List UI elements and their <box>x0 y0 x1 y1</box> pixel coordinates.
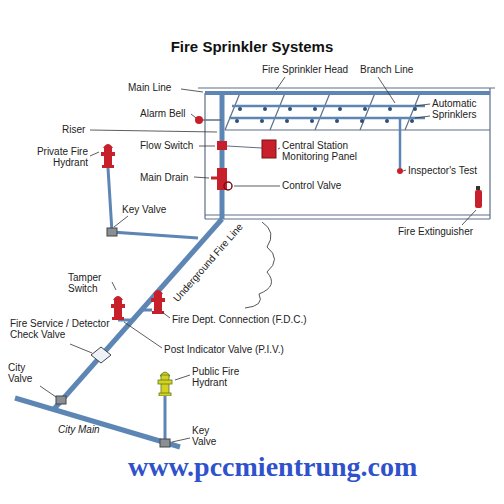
leader-lines <box>40 77 476 442</box>
part-label: Automatic Sprinklers <box>432 98 490 120</box>
part-label: Fire Service / Detector Check Valve <box>10 318 110 340</box>
part-label: Main Drain <box>140 172 188 183</box>
part-label: Central Station Monitoring Panel <box>282 140 382 162</box>
diagram-title: Fire Sprinkler Systems <box>171 38 334 55</box>
part-label: Tamper Switch <box>68 272 116 294</box>
part-label: Flow Switch <box>140 140 193 151</box>
part-label: Public Fire Hydrant <box>192 366 254 388</box>
part-label: Post Indicator Valve (P.I.V.) <box>164 344 284 355</box>
part-label: Control Valve <box>282 180 341 191</box>
part-label: Fire Extinguisher <box>398 226 473 237</box>
part-label: Private Fire Hydrant <box>22 146 88 168</box>
part-label: Inspector's Test <box>408 165 477 176</box>
part-label: City Valve <box>8 362 48 384</box>
part-label: City Main <box>58 424 100 435</box>
part-label: Fire Dept. Connection (F.D.C.) <box>172 314 307 325</box>
part-label: Key Valve <box>122 204 166 215</box>
part-label: Fire Sprinkler Head <box>262 64 348 75</box>
part-label: Main Line <box>128 82 171 93</box>
part-label: Branch Line <box>360 64 413 75</box>
part-label: Alarm Bell <box>140 108 186 119</box>
watermark: www.pccmientrung.com <box>128 452 417 483</box>
part-label: Riser <box>62 124 85 135</box>
part-label: Key Valve <box>192 425 228 447</box>
